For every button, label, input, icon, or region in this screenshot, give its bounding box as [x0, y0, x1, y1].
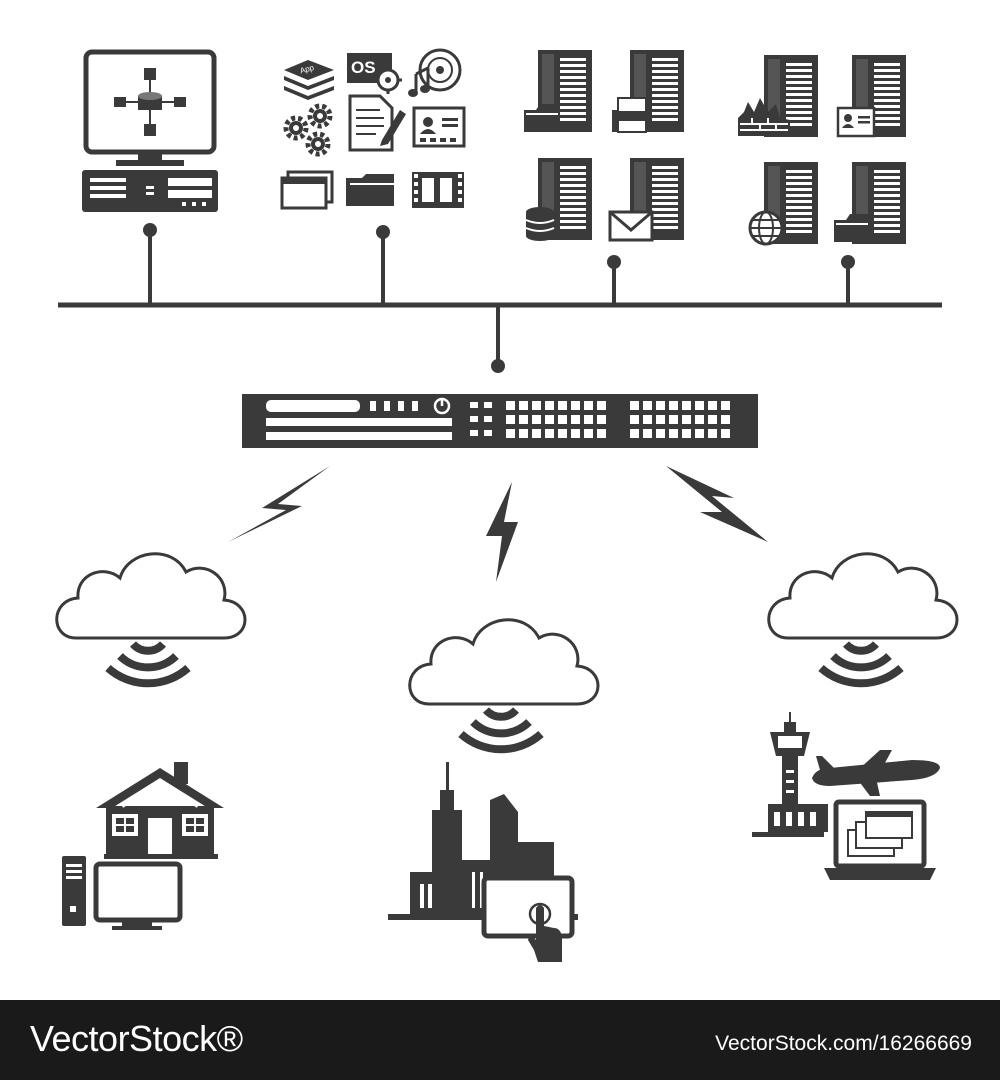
server-group-firewall-id-web-folder: [738, 55, 906, 246]
os-label: OS: [351, 58, 376, 77]
app-stack-icon: App: [284, 60, 334, 100]
lightning-bolt-icon: [228, 466, 330, 542]
rack-port: [656, 429, 665, 438]
watermark-footer: VectorStock® VectorStock.com/16266669: [0, 1000, 1000, 1080]
wifi-icon: [108, 644, 188, 683]
airplane-icon: [812, 750, 940, 796]
rack-port: [545, 429, 554, 438]
gears-icon: [283, 103, 333, 157]
id-card-icon: [412, 106, 466, 148]
rack-port: [643, 415, 652, 424]
network-diagram: App OS: [55, 48, 959, 962]
rack-port: [721, 401, 730, 410]
rack-port: [669, 429, 678, 438]
media-disc-icon: [408, 48, 462, 97]
cloud-home: [55, 552, 247, 684]
film-strip-icon: [412, 172, 464, 208]
desktop-computer-icon: [62, 856, 183, 930]
rack-port: [545, 401, 554, 410]
brand-logo: VectorStock®: [30, 1018, 243, 1059]
server-group-file-print-db-mail: [523, 50, 684, 242]
file-server-icon: [523, 50, 592, 133]
rack-port: [558, 429, 567, 438]
document-pen-icon: [348, 94, 406, 152]
apps-content-cluster: App OS: [280, 48, 466, 210]
wifi-icon: [461, 710, 541, 749]
rack-port: [656, 401, 665, 410]
database-workstation-icon: [82, 49, 218, 212]
rack-port: [571, 415, 580, 424]
web-server-icon: [748, 162, 818, 246]
windows-icon: [280, 170, 334, 210]
tablet-touch-icon: [481, 875, 575, 962]
rack-port: [597, 415, 606, 424]
rack-port: [643, 401, 652, 410]
folder-icon: [346, 174, 394, 206]
rack-port: [695, 429, 704, 438]
mail-server-icon: [608, 158, 684, 242]
rack-port: [519, 415, 528, 424]
rack-port: [669, 401, 678, 410]
rack-port: [597, 401, 606, 410]
cloud-icon: [55, 552, 247, 640]
rack-port: [558, 415, 567, 424]
rack-port: [506, 401, 515, 410]
rack-port: [545, 415, 554, 424]
wireless-links: [228, 466, 768, 582]
firewall-server-icon: [738, 55, 818, 137]
rack-port: [558, 401, 567, 410]
rack-port: [656, 415, 665, 424]
rack-port: [506, 429, 515, 438]
rack-port: [532, 415, 541, 424]
rack-port: [708, 401, 717, 410]
app-label: App: [299, 63, 316, 76]
rack-port: [597, 429, 606, 438]
rack-port: [519, 401, 528, 410]
rack-port: [532, 429, 541, 438]
rack-port: [519, 429, 528, 438]
rack-port: [506, 415, 515, 424]
rack-port: [721, 415, 730, 424]
rack-port: [708, 429, 717, 438]
cloud-icon: [408, 618, 600, 706]
network-backbone: [58, 223, 942, 373]
lightning-bolt-icon: [486, 482, 518, 582]
rack-port: [682, 429, 691, 438]
rack-port: [630, 401, 639, 410]
lightning-bolt-icon: [666, 466, 768, 542]
wifi-icon: [821, 644, 901, 683]
rack-port: [571, 429, 580, 438]
rack-server-icon: [242, 394, 758, 448]
database-server-icon: [525, 158, 592, 241]
rack-port: [571, 401, 580, 410]
cloud-airport: [767, 552, 959, 684]
os-icon: OS: [347, 53, 402, 94]
rack-port: [630, 415, 639, 424]
rack-port: [682, 401, 691, 410]
rack-port: [584, 415, 593, 424]
laptop-icon: [824, 799, 936, 880]
id-server-icon: [836, 55, 906, 138]
rack-port: [695, 401, 704, 410]
rack-port: [721, 429, 730, 438]
rack-port: [708, 415, 717, 424]
rack-port: [584, 429, 593, 438]
print-server-icon: [612, 50, 684, 133]
rack-port: [532, 401, 541, 410]
rack-port: [695, 415, 704, 424]
rack-port: [584, 401, 593, 410]
rack-port: [669, 415, 678, 424]
rack-port: [682, 415, 691, 424]
rack-port: [630, 429, 639, 438]
rack-port: [643, 429, 652, 438]
home-icon: [96, 762, 224, 859]
folder-server-icon: [833, 162, 906, 244]
control-tower-icon: [752, 712, 828, 837]
cloud-icon: [767, 552, 959, 640]
cloud-city: [408, 618, 600, 750]
stock-id: VectorStock.com/16266669: [715, 1032, 972, 1055]
